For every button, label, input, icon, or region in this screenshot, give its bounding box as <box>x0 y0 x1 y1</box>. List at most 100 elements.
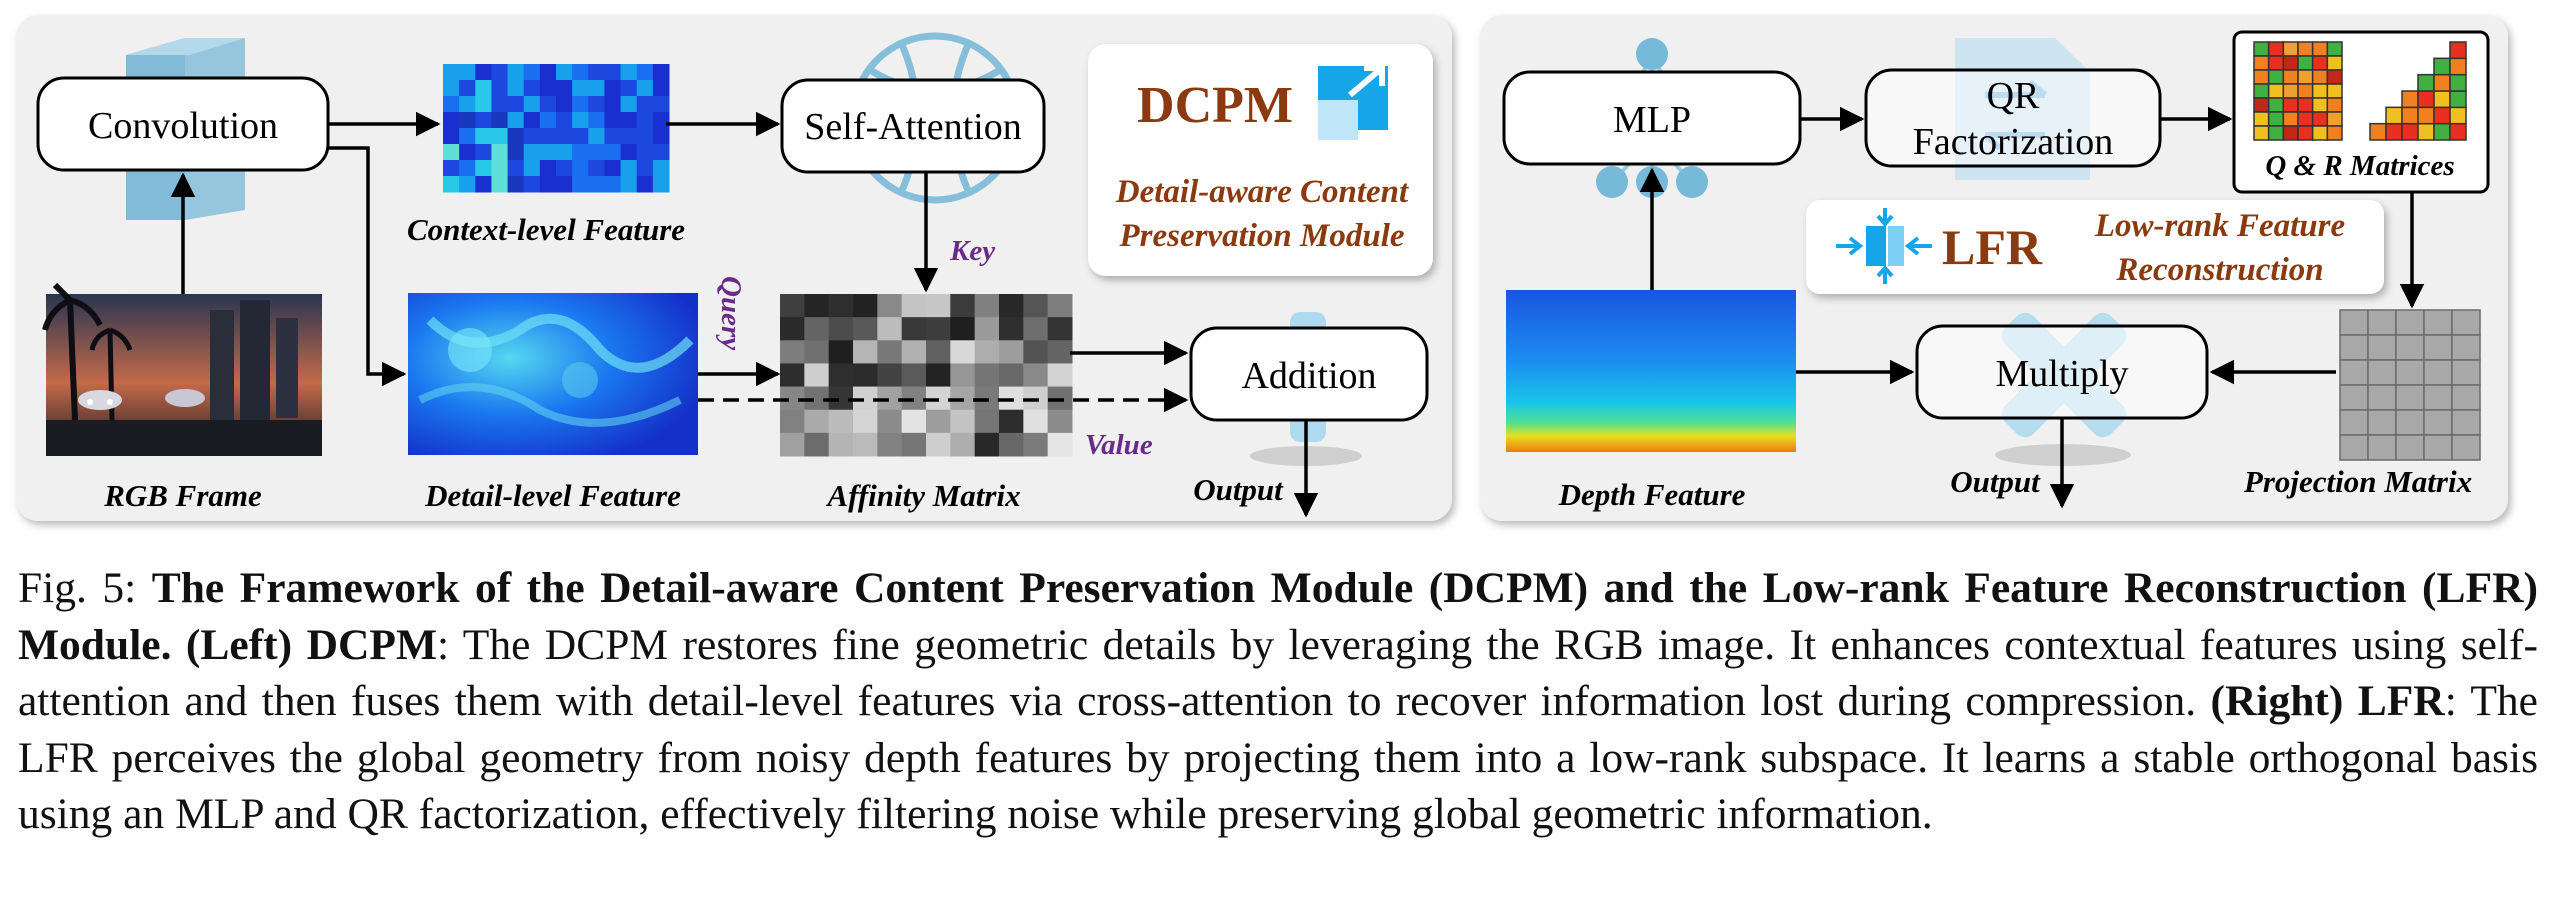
r-matrix-icon <box>2369 41 2467 141</box>
matrix-cell <box>2253 83 2270 99</box>
matrix-cell <box>853 409 878 434</box>
matrix-cell <box>539 96 557 113</box>
matrix-cell <box>2326 97 2343 113</box>
matrix-cell <box>620 176 638 193</box>
matrix-cell <box>2433 73 2451 92</box>
matrix-cell <box>507 160 525 177</box>
matrix-cell <box>2417 73 2435 92</box>
matrix-cell <box>2449 57 2467 76</box>
matrix-cell <box>588 128 605 145</box>
matrix-cell <box>2449 106 2467 125</box>
matrix-cell <box>604 128 622 145</box>
matrix-cell <box>459 96 476 113</box>
matrix-cell <box>877 409 903 434</box>
matrix-cell <box>2367 409 2397 436</box>
matrix-cell <box>556 64 573 81</box>
affinity-matrix <box>780 294 1073 457</box>
matrix-cell <box>475 128 492 145</box>
matrix-cell <box>2417 90 2435 109</box>
matrix-cell <box>2451 384 2481 411</box>
matrix-cell <box>588 64 605 81</box>
matrix-cell <box>2326 125 2343 141</box>
matrix-cell <box>2267 111 2285 127</box>
matrix-cell <box>2339 409 2369 436</box>
matrix-cell <box>459 80 476 97</box>
matrix-cell <box>459 128 476 145</box>
expand-arrow-icon <box>1318 65 1388 140</box>
matrix-cell <box>828 432 854 457</box>
matrix-cell <box>2253 125 2270 141</box>
dcpm-arrows <box>170 111 1319 518</box>
matrix-cell <box>2297 83 2314 99</box>
matrix-cell <box>604 176 622 193</box>
matrix-cell <box>2282 41 2299 57</box>
matrix-cell <box>2297 55 2314 71</box>
addition-label: Addition <box>1241 355 1376 397</box>
matrix-cell <box>780 432 805 457</box>
matrix-cell <box>2385 106 2403 125</box>
matrix-cell <box>2297 111 2314 127</box>
matrix-cell <box>443 80 460 97</box>
matrix-cell <box>2367 384 2397 411</box>
matrix-cell <box>950 409 976 434</box>
matrix-cell <box>2423 359 2453 386</box>
matrix-cell <box>507 112 525 129</box>
matrix-cell <box>475 176 492 193</box>
dcpm-module-name-line2: Preservation Module <box>1118 218 1404 254</box>
matrix-cell <box>999 363 1024 388</box>
matrix-cell <box>828 340 854 364</box>
matrix-cell <box>507 64 525 81</box>
matrix-cell <box>539 160 557 177</box>
matrix-cell <box>2326 111 2343 127</box>
matrix-cell <box>1023 317 1049 341</box>
caption-text-right: : The LFR perceives the global geometry … <box>18 677 2538 838</box>
matrix-cell <box>2417 106 2435 125</box>
qr-matrices-label: Q & R Matrices <box>2265 150 2454 182</box>
matrix-cell <box>1047 363 1073 388</box>
matrix-cell <box>491 80 509 97</box>
matrix-cell <box>2385 122 2403 141</box>
query-label: Query <box>715 276 747 350</box>
matrix-cell <box>652 64 670 81</box>
matrix-cell <box>2253 111 2270 127</box>
dcpm-panel: Convolution Context-level Feature Self-A… <box>16 15 1452 521</box>
matrix-cell <box>636 96 654 113</box>
matrix-cell <box>604 112 622 129</box>
matrix-cell <box>556 80 573 97</box>
matrix-cell <box>2326 69 2343 85</box>
matrix-cell <box>926 340 951 364</box>
matrix-cell <box>2401 106 2419 125</box>
q-matrix-icon <box>2253 41 2343 141</box>
matrix-cell <box>780 386 805 411</box>
matrix-cell <box>877 340 903 364</box>
matrix-cell <box>491 128 509 145</box>
matrix-cell <box>2423 409 2453 436</box>
matrix-cell <box>539 144 557 161</box>
qr-label-line2: Factorization <box>1913 121 2113 163</box>
matrix-cell <box>2326 83 2343 99</box>
matrix-cell <box>620 96 638 113</box>
matrix-cell <box>636 144 654 161</box>
matrix-cell <box>950 432 976 457</box>
matrix-cell <box>950 317 976 341</box>
matrix-cell <box>604 80 622 97</box>
qr-label-line1: QR <box>1987 75 2040 117</box>
matrix-cell <box>523 112 541 129</box>
matrix-cell <box>491 176 509 193</box>
matrix-cell <box>804 363 830 388</box>
matrix-cell <box>2339 434 2369 461</box>
matrix-cell <box>459 144 476 161</box>
matrix-cell <box>443 112 460 129</box>
matrix-cell <box>507 96 525 113</box>
matrix-cell <box>950 340 976 364</box>
caption-bold-title: The Framework of the Detail-aware Conten… <box>18 564 2538 669</box>
matrix-cell <box>2253 41 2270 57</box>
matrix-cell <box>2395 434 2425 461</box>
addition-box <box>1189 326 1429 422</box>
matrix-cell <box>2449 122 2467 141</box>
matrix-cell <box>901 432 927 457</box>
lfr-output-label: Output <box>1950 464 2041 499</box>
matrix-cell <box>459 160 476 177</box>
matrix-cell <box>901 317 927 341</box>
self-attention-label: Self-Attention <box>804 106 1021 148</box>
